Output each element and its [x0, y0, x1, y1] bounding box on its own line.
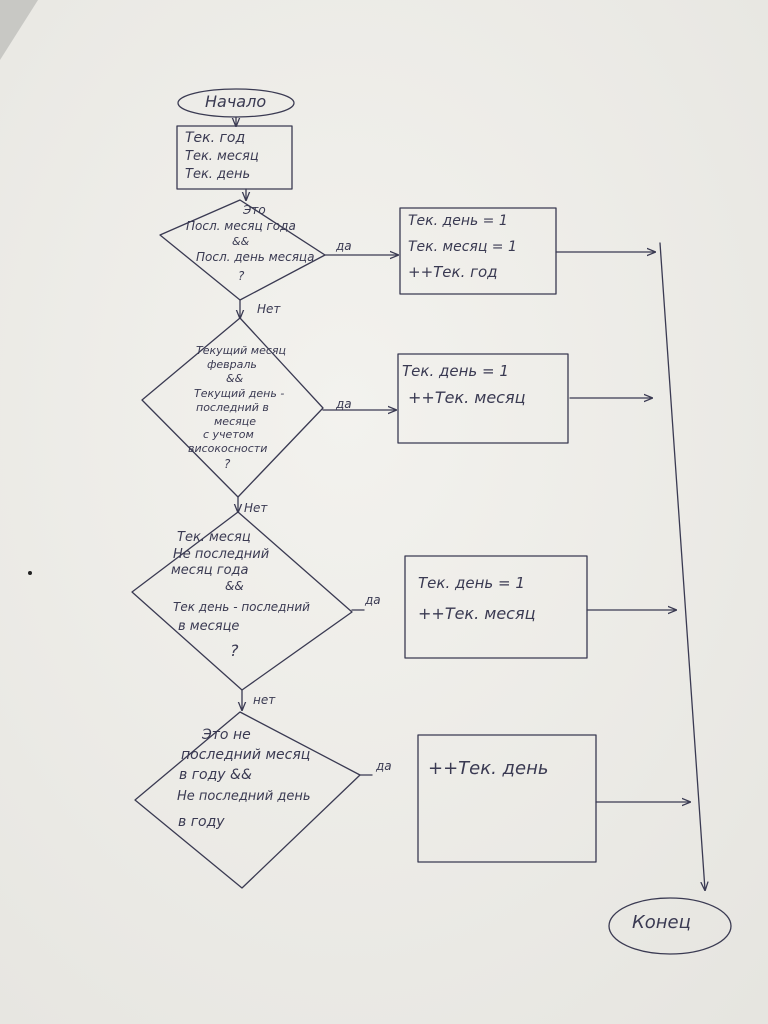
d3-line-2: Не последний: [173, 547, 270, 562]
d4-line-3: в году &&: [179, 767, 252, 783]
init-line-2: Тек. месяц: [185, 149, 259, 164]
d2-line-1: Текущий месяц: [196, 344, 287, 357]
ink-dot: [28, 571, 32, 575]
init-process-shape: [176, 125, 293, 190]
init-line-3: Тек. день: [185, 167, 251, 182]
d2-no-label: Нет: [244, 501, 268, 515]
d2-line-8: високосности: [188, 442, 268, 455]
d2-yes-label: да: [336, 397, 352, 411]
d4-line-4: Не последний день: [177, 789, 311, 804]
d1-line-1: Это: [243, 203, 266, 217]
action-2-line-1: Тек. день = 1: [402, 362, 509, 380]
action-4-shape: [417, 734, 597, 863]
d2-line-4: Текущий день -: [194, 387, 285, 400]
end-label: Конец: [632, 912, 691, 933]
d2-line-2: февраль: [207, 358, 257, 371]
d1-yes-label: да: [336, 239, 352, 253]
d3-line-4: &&: [225, 579, 244, 593]
d3-line-6: в месяце: [178, 619, 240, 634]
d2-line-7: с учетом: [203, 428, 254, 441]
d1-no-label: Нет: [257, 302, 281, 316]
d3-line-1: Тек. месяц: [177, 530, 251, 545]
d2-line-5: последний в: [196, 401, 269, 414]
d4-line-5: в году: [178, 814, 225, 830]
decision-4-shape: [134, 711, 361, 889]
d2-line-9: ?: [224, 457, 231, 471]
paper-corner-shadow: [0, 0, 38, 60]
d3-line-3: месяц года: [171, 563, 249, 578]
action-3-line-2: ++Тек. месяц: [418, 604, 536, 623]
d3-line-5: Тек день - последний: [173, 600, 310, 614]
start-label: Начало: [205, 92, 267, 111]
d2-line-6: месяце: [214, 415, 256, 428]
d3-line-7: ?: [230, 641, 239, 660]
action-1-shape: [399, 207, 557, 295]
d1-line-5: ?: [238, 269, 245, 283]
action-4-line-1: ++Тек. день: [428, 758, 549, 779]
action-1-line-1: Тек. день = 1: [408, 213, 508, 229]
d1-line-3: &&: [232, 235, 250, 248]
action-3-shape: [404, 555, 588, 659]
d1-line-4: Посл. день месяца: [196, 250, 315, 264]
end-terminator-shape: [608, 897, 732, 955]
d4-line-2: последний месяц: [181, 747, 311, 763]
action-2-shape: [397, 353, 569, 444]
action-2-line-2: ++Тек. месяц: [408, 388, 526, 407]
d4-line-1: Это не: [202, 727, 251, 743]
d3-yes-label: да: [365, 593, 381, 607]
action-1-line-2: Тек. месяц = 1: [408, 239, 517, 255]
d2-line-3: &&: [226, 372, 244, 385]
d4-yes-label: да: [376, 759, 392, 773]
collector-line-to-end: [659, 242, 705, 890]
action-1-line-3: ++Тек. год: [408, 263, 498, 281]
d1-line-2: Посл. месяц года: [186, 219, 296, 233]
action-3-line-1: Тек. день = 1: [418, 574, 525, 592]
init-line-1: Тек. год: [185, 130, 246, 146]
d3-no-label: нет: [253, 693, 276, 707]
